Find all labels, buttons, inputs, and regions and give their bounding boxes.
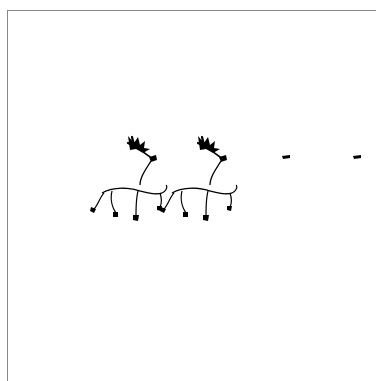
dot-mark-2[interactable] [353,155,361,159]
canvas-frame [7,10,376,381]
dot-mark-1[interactable] [282,155,290,159]
reindeer-figure-1[interactable] [88,134,168,223]
reindeer-figure-2[interactable] [158,134,238,223]
